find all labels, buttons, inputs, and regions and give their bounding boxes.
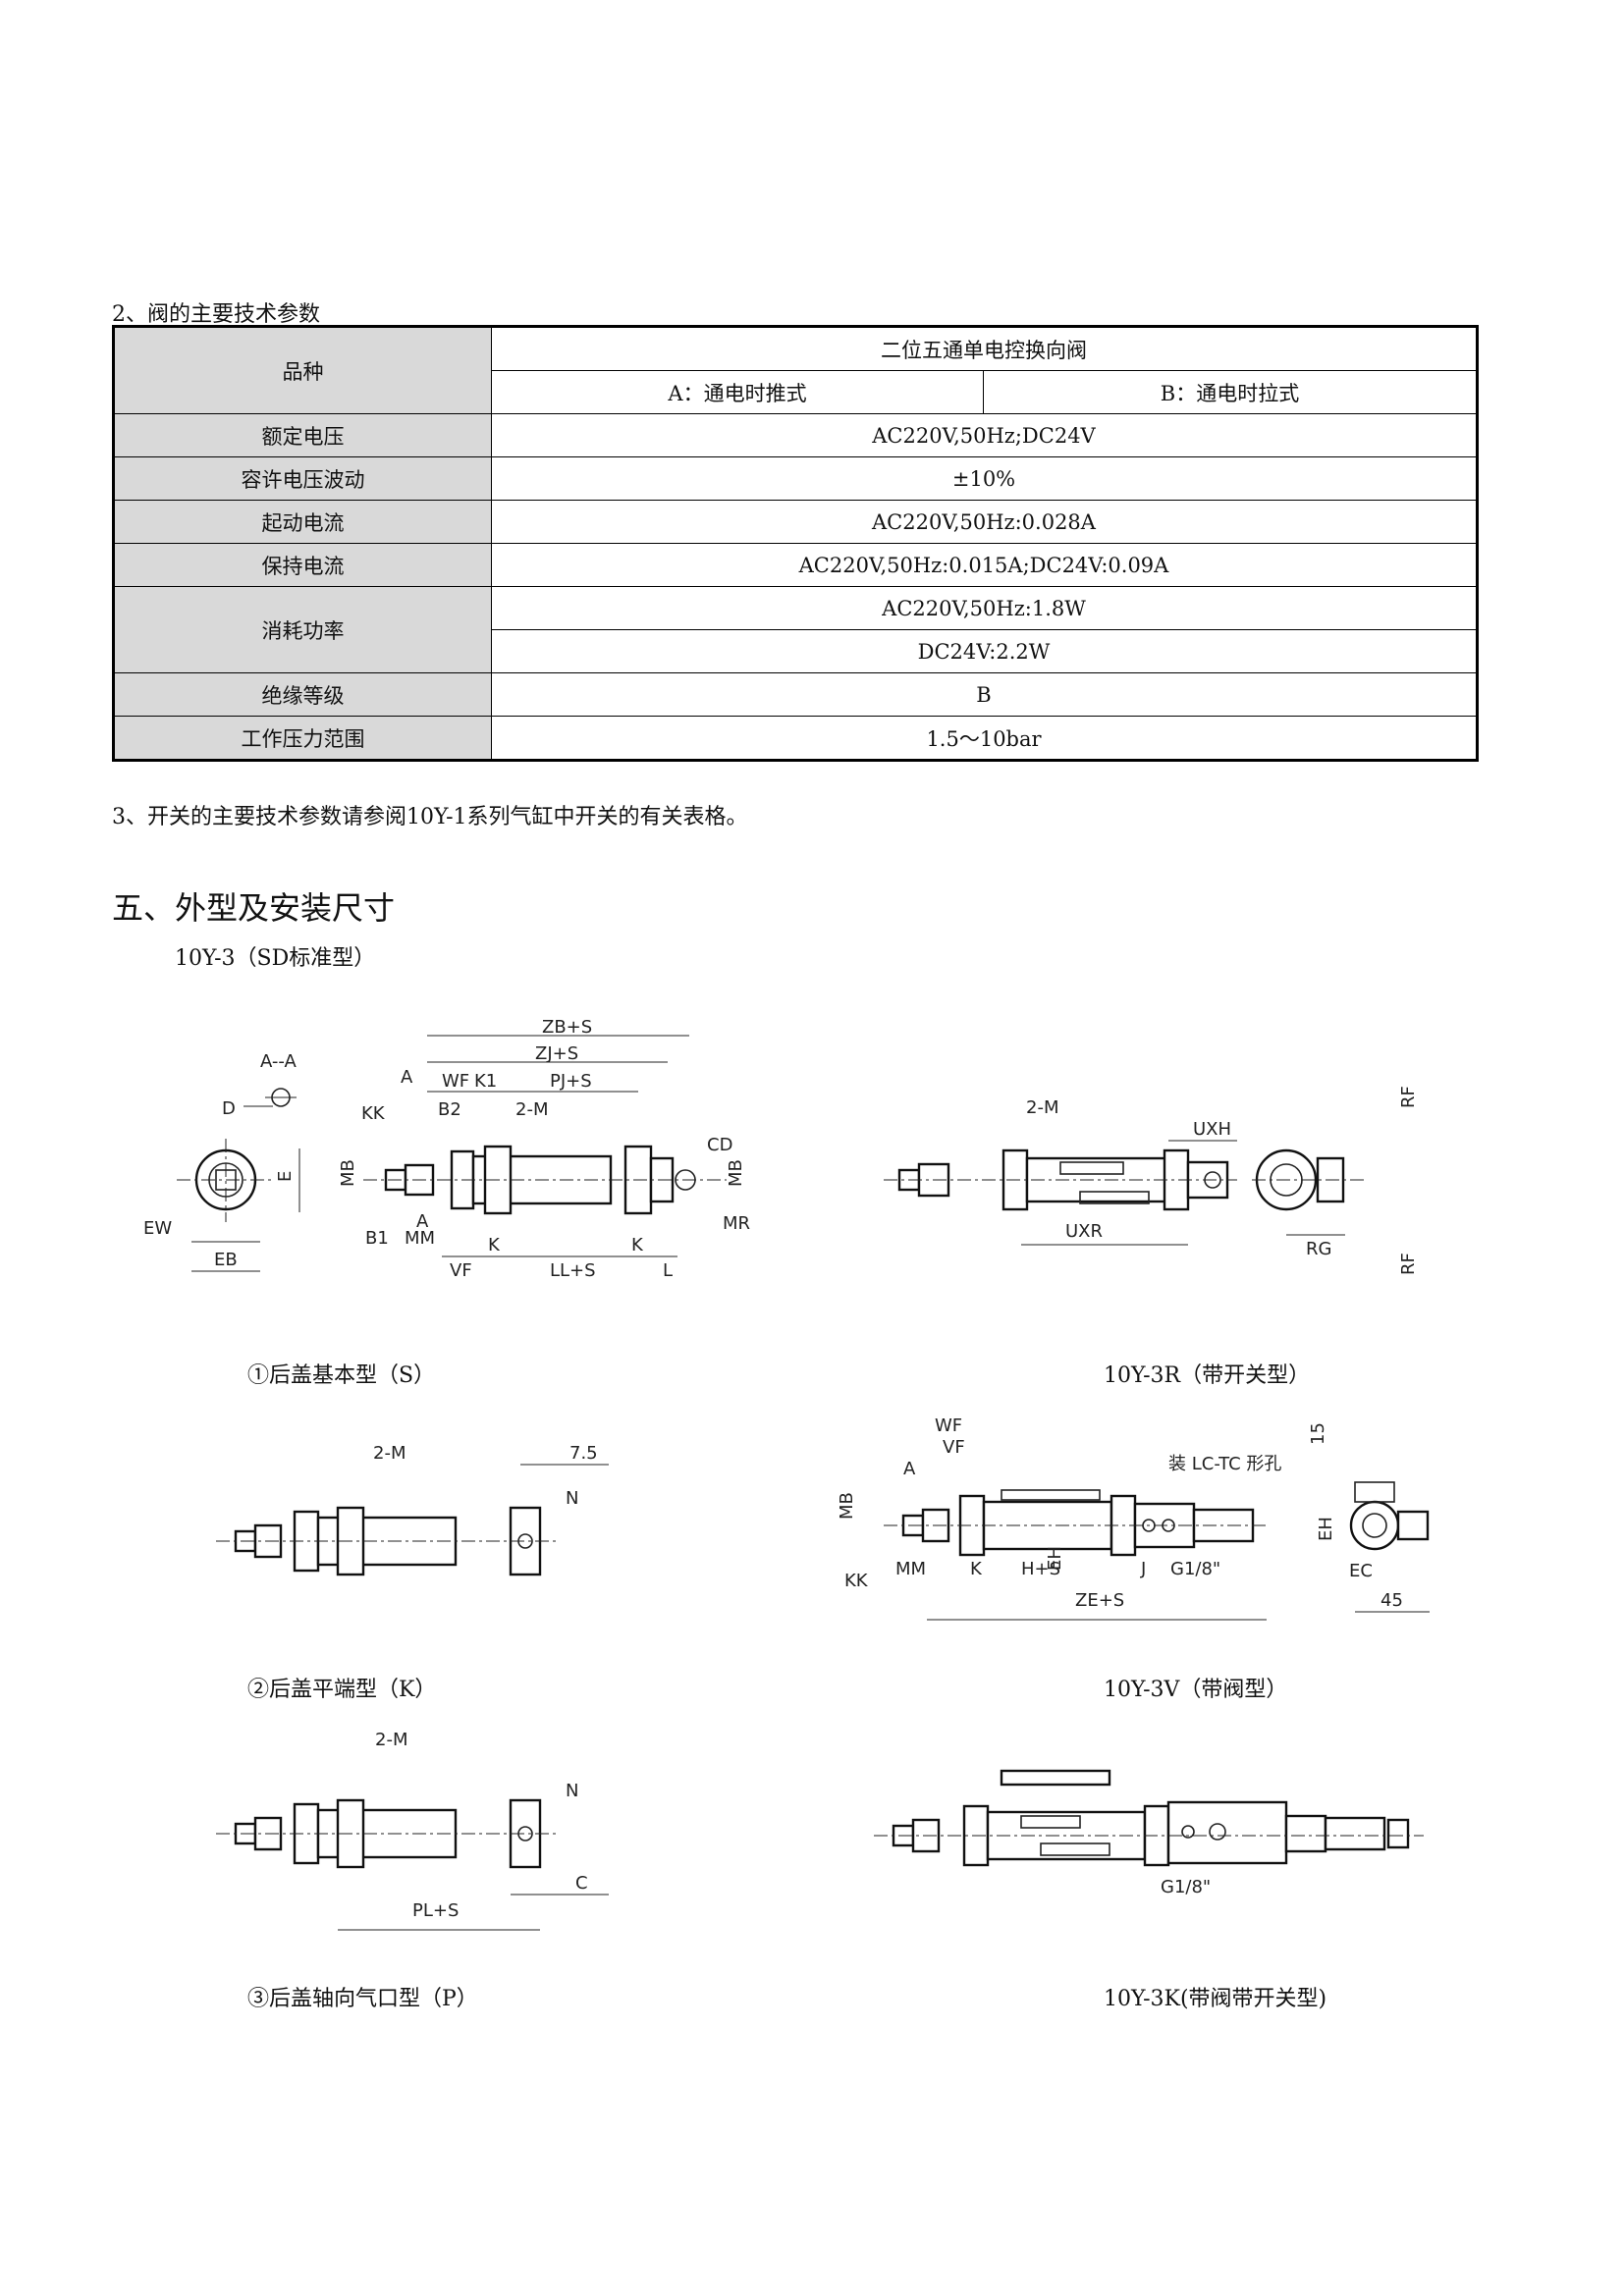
- label-k-right: K: [631, 1235, 644, 1255]
- drawing-switch-type: 2-M UXH UXR RF RF RG: [884, 1086, 1419, 1275]
- label-vk-g: G1/8": [1161, 1877, 1211, 1897]
- label-k1: K1: [474, 1071, 497, 1092]
- label-2m: 2-M: [515, 1099, 548, 1120]
- label-d: D: [222, 1098, 236, 1119]
- label-k-n: N: [566, 1488, 578, 1509]
- caption-valve-switch: 10Y-3K(带阀带开关型): [1104, 1987, 1327, 2011]
- label-aa: A--A: [260, 1051, 298, 1072]
- label-v-45: 45: [1380, 1590, 1403, 1611]
- label-v-k: K: [970, 1559, 983, 1579]
- label-a-lower: A: [416, 1211, 429, 1232]
- row-value-pressure-range: 1.5～10bar: [491, 716, 1478, 761]
- label-a: A: [401, 1067, 413, 1088]
- row-label-pressure-range: 工作压力范围: [113, 716, 492, 761]
- label-ll: LL+S: [550, 1260, 596, 1281]
- row-value-power-ac: AC220V,50Hz:1.8W: [491, 586, 1478, 630]
- label-v-15: 15: [1308, 1422, 1328, 1445]
- label-v-mm: MM: [895, 1559, 926, 1579]
- label-k-2m: 2-M: [373, 1443, 406, 1464]
- valve-spec-table: 品种 二位五通单电控换向阀 A：通电时推式 B：通电时拉式 额定电压 AC220…: [112, 325, 1479, 762]
- label-p-c: C: [575, 1873, 588, 1894]
- label-k-left: K: [488, 1235, 501, 1255]
- label-v-j: J: [1140, 1559, 1146, 1579]
- label-v-eh-right: EH: [1316, 1517, 1336, 1541]
- row-value-holding-current: AC220V,50Hz:0.015A;DC24V:0.09A: [491, 543, 1478, 587]
- caption-basic: ①后盖基本型（S）: [247, 1363, 436, 1388]
- label-uxh: UXH: [1193, 1119, 1231, 1140]
- label-v-vf: VF: [943, 1437, 965, 1458]
- label-rf-top: RF: [1398, 1086, 1419, 1108]
- label-v-kk: KK: [844, 1571, 869, 1591]
- label-e: E: [275, 1171, 296, 1182]
- label-v-eh: EH: [1045, 1546, 1065, 1571]
- dimensions-subtitle: 10Y-3（SD标准型）: [175, 946, 376, 971]
- caption-switch: 10Y-3R（带开关型）: [1104, 1363, 1311, 1388]
- row-value-starting-current: AC220V,50Hz:0.028A: [491, 500, 1478, 544]
- label-r-2m: 2-M: [1026, 1097, 1058, 1118]
- label-v-mb: MB: [837, 1492, 857, 1520]
- label-p-2m: 2-M: [375, 1730, 407, 1750]
- table-col-a: A：通电时推式: [491, 370, 984, 414]
- valve-params-heading: 2、阀的主要技术参数: [112, 302, 320, 327]
- label-zb: ZB+S: [542, 1017, 592, 1038]
- caption-axial-port: ③后盖轴向气口型（P）: [247, 1987, 478, 2011]
- label-b1: B1: [365, 1228, 389, 1249]
- label-v-ec: EC: [1349, 1561, 1373, 1581]
- row-label-starting-current: 起动电流: [113, 500, 492, 544]
- drawing-axial-port-type: 2-M N C PL+S: [216, 1730, 609, 1931]
- row-label-insulation: 绝缘等级: [113, 672, 492, 717]
- label-k-75: 7.5: [569, 1443, 598, 1464]
- row-value-insulation: B: [491, 672, 1478, 717]
- caption-flat-end: ②后盖平端型（K）: [247, 1678, 437, 1702]
- label-mm: MM: [405, 1228, 435, 1249]
- label-v-g: G1/8": [1170, 1559, 1220, 1579]
- row-value-voltage-tolerance: ±10%: [491, 456, 1478, 501]
- label-rg: RG: [1306, 1239, 1331, 1259]
- drawing-basic-type: A--A D E EW EB ZB+S ZJ+S A WF K1 PJ+S KK…: [143, 1017, 750, 1281]
- caption-valve: 10Y-3V（带阀型）: [1104, 1678, 1288, 1702]
- row-value-power-dc: DC24V:2.2W: [491, 629, 1478, 673]
- label-l: L: [663, 1260, 673, 1281]
- row-label-voltage-tolerance: 容许电压波动: [113, 456, 492, 501]
- label-wf: WF: [442, 1071, 469, 1092]
- label-mb-right: MB: [726, 1159, 746, 1187]
- label-zj: ZJ+S: [535, 1043, 578, 1064]
- table-header-label: 品种: [113, 326, 492, 414]
- label-rf-bottom: RF: [1398, 1253, 1419, 1275]
- label-v-note: 装 LC-TC 形孔: [1168, 1454, 1281, 1474]
- label-eb: EB: [214, 1250, 238, 1270]
- row-label-power: 消耗功率: [113, 586, 492, 673]
- table-col-b: B：通电时拉式: [983, 370, 1478, 414]
- label-kk: KK: [361, 1103, 386, 1124]
- label-ew: EW: [143, 1218, 172, 1239]
- label-vf: VF: [450, 1260, 472, 1281]
- label-mr: MR: [723, 1213, 750, 1234]
- switch-note: 3、开关的主要技术参数请参阅10Y-1系列气缸中开关的有关表格。: [112, 805, 748, 829]
- label-pj: PJ+S: [550, 1071, 592, 1092]
- label-uxr: UXR: [1065, 1221, 1103, 1242]
- drawing-valve-type: WF VF A 装 LC-TC 形孔 15 MB EH EH EC KK MM …: [837, 1415, 1430, 1621]
- label-v-hs: H+S: [1021, 1559, 1060, 1579]
- label-v-ze: ZE+S: [1075, 1590, 1124, 1611]
- drawing-valve-switch-type: G1/8": [874, 1769, 1424, 1897]
- dimensions-title: 五、外型及安装尺寸: [112, 889, 396, 927]
- label-p-n: N: [566, 1781, 578, 1801]
- row-label-holding-current: 保持电流: [113, 543, 492, 587]
- label-cd: CD: [707, 1135, 732, 1155]
- row-label-rated-voltage: 额定电压: [113, 413, 492, 457]
- label-v-wf: WF: [935, 1415, 962, 1436]
- table-header-title: 二位五通单电控换向阀: [491, 326, 1478, 371]
- row-value-rated-voltage: AC220V,50Hz;DC24V: [491, 413, 1478, 457]
- label-b2: B2: [438, 1099, 461, 1120]
- label-v-a: A: [903, 1459, 916, 1479]
- label-mb-left: MB: [338, 1159, 358, 1187]
- label-p-pl: PL+S: [412, 1900, 459, 1921]
- drawing-flat-end-type: 2-M 7.5 N: [216, 1443, 609, 1576]
